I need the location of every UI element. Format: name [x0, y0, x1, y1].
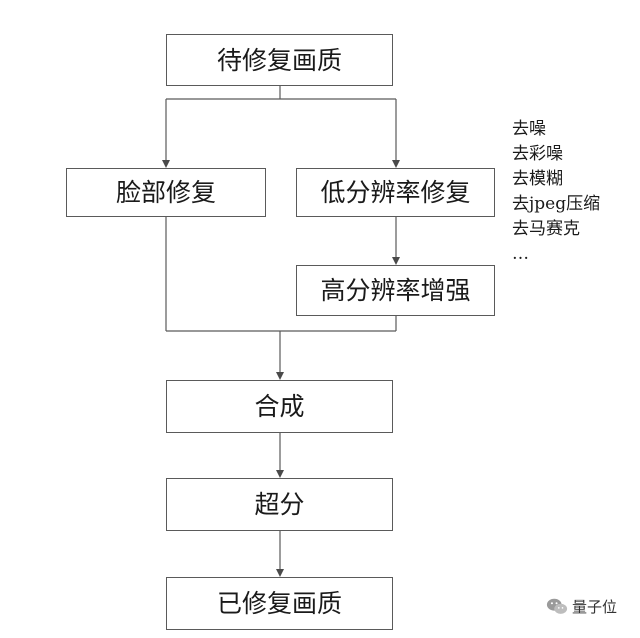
- watermark-text: 量子位: [572, 598, 618, 616]
- low-res-task-list: 去噪 去彩噪 去模糊 去jpeg压缩 去马赛克 …: [512, 117, 600, 267]
- output-quality-node: 已修复画质: [166, 577, 393, 630]
- task-color-denoise: 去彩噪: [512, 144, 563, 164]
- input-quality-node: 待修复画质: [166, 34, 393, 86]
- arrowhead-output: [276, 569, 284, 577]
- super-res-node: 超分: [166, 478, 393, 531]
- watermark: 量子位: [546, 596, 617, 617]
- face-repair-node: 脸部修复: [66, 168, 266, 217]
- task-denoise: 去噪: [512, 119, 546, 139]
- task-deblur: 去模糊: [512, 169, 563, 189]
- arrowhead-face: [162, 160, 170, 168]
- arrowhead-merge: [276, 372, 284, 380]
- task-jpeg-artifact: 去jpeg压缩: [512, 194, 601, 214]
- merge-node: 合成: [166, 380, 393, 433]
- low-res-repair-node: 低分辨率修复: [296, 168, 495, 217]
- task-more: …: [512, 244, 529, 264]
- task-demosaic: 去马赛克: [512, 219, 580, 239]
- arrowhead-low-res: [392, 160, 400, 168]
- high-res-enhance-node: 高分辨率增强: [296, 265, 495, 316]
- wechat-icon: [546, 597, 568, 616]
- arrowhead-super-res: [276, 470, 284, 478]
- arrowhead-high-res: [392, 257, 400, 265]
